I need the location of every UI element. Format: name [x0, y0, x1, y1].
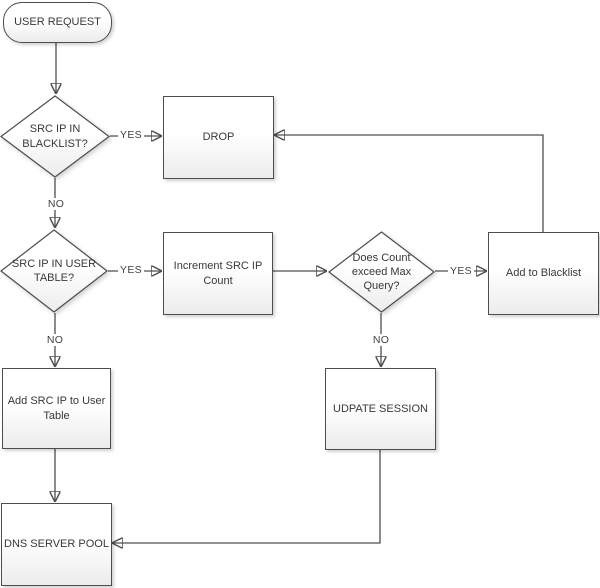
node-increment-src-ip-count: Increment SRC IP Count [163, 232, 273, 315]
node-update-session: UDPATE SESSION [325, 368, 436, 450]
edge-label-user-table-no: NO [44, 334, 66, 346]
node-src-ip-in-blacklist-label: SRC IP IN BLACKLIST? [22, 123, 88, 150]
node-add-src-ip-to-user-table-label: Add SRC IP to User Table [7, 395, 106, 422]
decision-diamond-shape [0, 229, 108, 313]
node-add-to-blacklist-label: Add to Blacklist [505, 267, 582, 280]
node-src-ip-in-blacklist: SRC IP IN BLACKLIST? [0, 95, 110, 178]
node-dns-server-pool: DNS SERVER POOL [1, 503, 112, 586]
node-update-session-label: UDPATE SESSION [333, 402, 428, 415]
edge-label-blacklist-yes: YES [118, 129, 144, 141]
node-drop: DROP [163, 96, 274, 179]
node-src-ip-in-user-table-label: SRC IP IN USER TABLE? [11, 257, 97, 284]
decision-diamond-shape [0, 95, 110, 178]
edge-update-session-to-dns-server-pool [113, 448, 381, 543]
edge-label-blacklist-no: NO [45, 198, 67, 210]
node-drop-label: DROP [202, 131, 235, 144]
edge-label-user-table-yes: YES [118, 264, 144, 276]
node-dns-server-pool-label: DNS SERVER POOL [4, 538, 109, 551]
node-add-to-blacklist: Add to Blacklist [488, 232, 599, 315]
edge-label-max-query-no: NO [370, 334, 392, 346]
node-user-request: USER REQUEST [3, 2, 112, 43]
node-increment-src-ip-count-label: Increment SRC IP Count [173, 260, 263, 287]
decision-diamond-shape [328, 231, 435, 313]
node-add-src-ip-to-user-table: Add SRC IP to User Table [2, 368, 111, 449]
node-src-ip-in-user-table: SRC IP IN USER TABLE? [0, 229, 108, 313]
node-does-count-exceed-max-query: Does Count exceed Max Query? [328, 231, 435, 313]
node-does-count-exceed-max-query-label: Does Count exceed Max Query? [351, 251, 412, 293]
node-user-request-label: USER REQUEST [14, 16, 101, 29]
edge-label-max-query-yes: YES [448, 265, 474, 277]
edge-add-to-blacklist-to-drop [275, 135, 544, 232]
